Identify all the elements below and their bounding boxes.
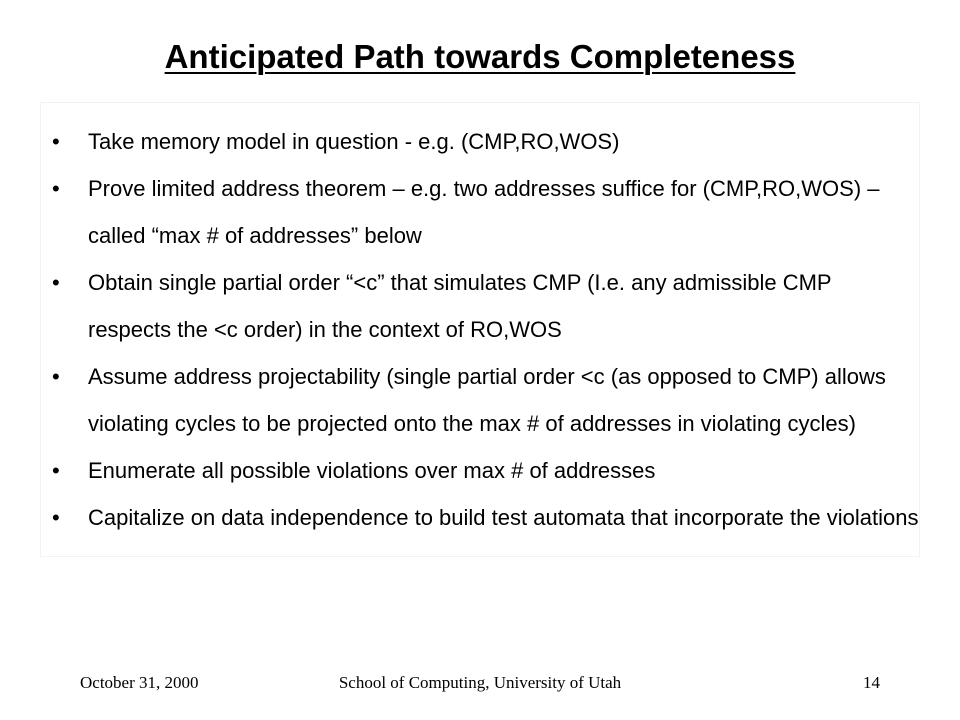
footer-organization: School of Computing, University of Utah: [338, 673, 622, 692]
footer-date: October 31, 2000: [80, 673, 199, 692]
bullet-dot: •: [52, 505, 60, 530]
bullet-dot: •: [52, 364, 60, 389]
content-box: [40, 102, 920, 557]
bullet-dot: •: [52, 176, 60, 201]
bullet-item: • Obtain single partial order “<c” that …: [52, 259, 920, 353]
bullet-item: • Assume address projectability (single …: [52, 353, 920, 447]
bullet-text: Obtain single partial order “<c” that si…: [88, 270, 832, 342]
bullet-dot: •: [52, 270, 60, 295]
bullet-item: • Enumerate all possible violations over…: [52, 447, 920, 494]
bullet-text: Enumerate all possible violations over m…: [88, 458, 656, 483]
bullet-item: • Capitalize on data independence to bui…: [52, 494, 920, 541]
footer-page-number: 14: [863, 673, 880, 692]
slide-title: Anticipated Path towards Completeness: [164, 38, 796, 75]
bullet-text: Prove limited address theorem – e.g. two…: [88, 176, 880, 248]
bullet-dot: •: [52, 458, 60, 483]
bullet-text: Take memory model in question - e.g. (CM…: [88, 129, 620, 154]
bullet-item: • Prove limited address theorem – e.g. t…: [52, 165, 920, 259]
bullet-list: • Take memory model in question - e.g. (…: [52, 118, 920, 541]
bullet-dot: •: [52, 129, 60, 154]
bullet-text: Assume address projectability (single pa…: [88, 364, 886, 436]
bullet-item: • Take memory model in question - e.g. (…: [52, 118, 920, 165]
bullet-text: Capitalize on data independence to build…: [88, 505, 919, 530]
